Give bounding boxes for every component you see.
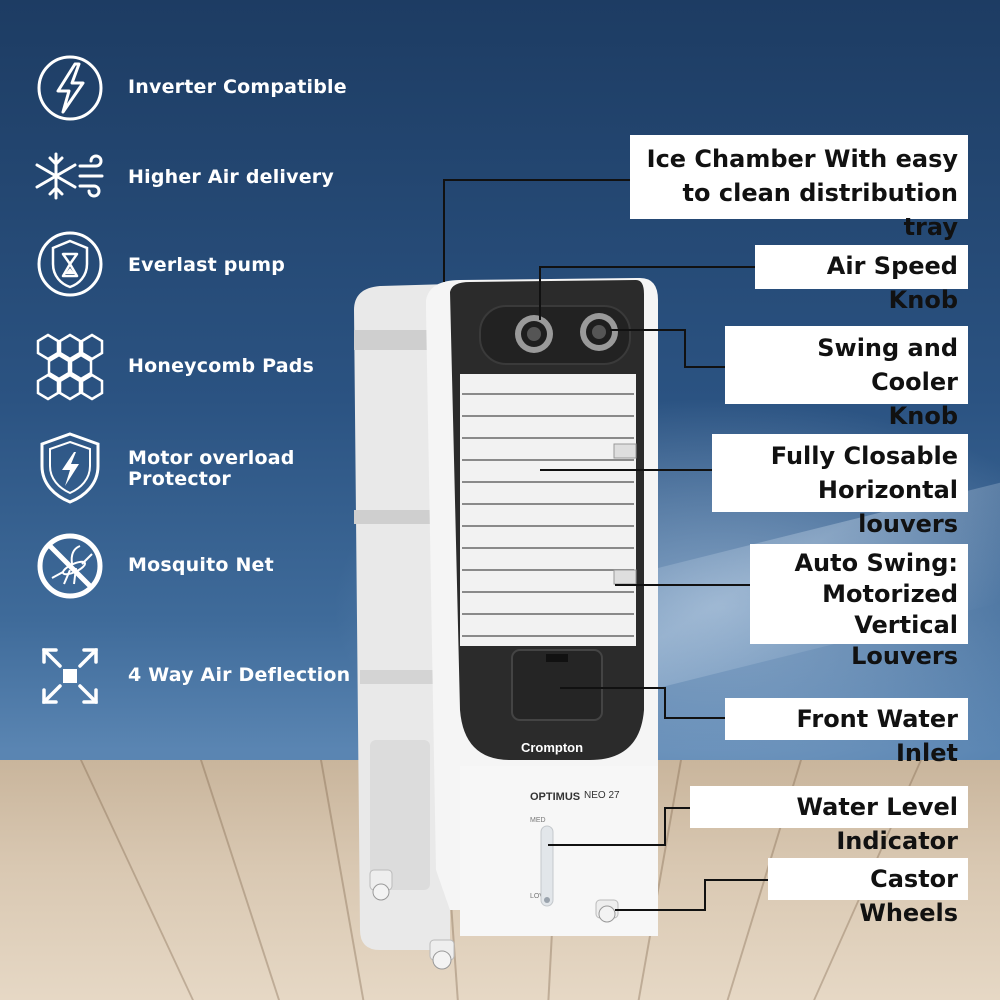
shield-bolt-icon xyxy=(30,428,110,508)
callout-swing-cooler-knob: Swing and Cooler Knob xyxy=(725,326,968,430)
feature-label-line: Motor overload xyxy=(128,447,295,469)
callout-text: Auto Swing: xyxy=(794,549,958,577)
feature-air-delivery: Higher Air delivery xyxy=(30,138,360,218)
side-seam xyxy=(354,510,454,524)
feature-label: Inverter Compatible xyxy=(128,76,347,98)
no-mosquito-icon xyxy=(30,526,110,606)
swing-cooler-knob xyxy=(580,313,618,351)
level-high-text: MED xyxy=(530,817,546,824)
inlet-latch xyxy=(546,654,568,662)
callout-text: Motorized xyxy=(822,580,958,608)
louver-tab xyxy=(613,569,637,585)
callout-air-speed-knob: Air Speed Knob xyxy=(755,245,968,314)
castor-wheel xyxy=(429,939,455,970)
callout-text: Ice Chamber With easy xyxy=(646,145,958,173)
callout-text: Front Water Inlet xyxy=(796,705,959,767)
feature-label-line: Protector xyxy=(128,468,231,490)
feature-motor-protector: Motor overload Protector xyxy=(30,428,360,508)
feature-honeycomb: Honeycomb Pads xyxy=(30,327,360,407)
snowflake-wind-icon xyxy=(30,138,110,218)
shield-hourglass-icon xyxy=(30,224,110,304)
feature-label: 4 Way Air Deflection xyxy=(128,664,351,686)
callout-text: Air Speed Knob xyxy=(826,252,958,314)
air-speed-knob xyxy=(515,315,553,353)
feature-pump: Everlast pump xyxy=(30,224,360,304)
water-level-dot xyxy=(544,897,550,903)
feature-label: Higher Air delivery xyxy=(128,166,334,188)
callout-water-inlet: Front Water Inlet xyxy=(725,698,968,767)
level-low-text: LOW xyxy=(530,893,546,900)
callout-text: Swing and Cooler xyxy=(817,334,958,396)
feature-label: Everlast pump xyxy=(128,254,286,276)
castor-wheel xyxy=(369,869,393,901)
lightning-icon xyxy=(30,48,110,128)
honeycomb-icon xyxy=(30,327,110,407)
callout-text: to clean distribution tray xyxy=(682,179,958,241)
model-name: OPTIMUS xyxy=(530,791,580,803)
callout-text: Knob xyxy=(888,402,958,430)
feature-label: Mosquito Net xyxy=(128,554,274,576)
water-level-window xyxy=(540,825,554,907)
brand-logo: Crompton xyxy=(521,740,583,755)
louver-grille xyxy=(460,374,636,646)
four-arrows-icon xyxy=(30,636,110,716)
horizontal-louvers xyxy=(462,393,634,637)
model-variant: NEO 27 xyxy=(584,790,620,801)
callout-castor-wheels: Castor Wheels xyxy=(768,858,968,927)
callout-text: Castor Wheels xyxy=(859,865,958,927)
feature-inverter: Inverter Compatible xyxy=(30,48,360,128)
callout-auto-swing: Auto Swing: Motorized Vertical Louvers xyxy=(750,544,968,670)
side-cavity xyxy=(370,740,430,890)
feature-air-deflection: 4 Way Air Deflection xyxy=(30,636,360,716)
feature-label: Motor overload Protector xyxy=(128,448,295,490)
feature-label: Honeycomb Pads xyxy=(128,355,315,377)
air-cooler-illustration: Crompton OPTIMUS NEO 27 MED LOW xyxy=(354,278,658,970)
feature-mosquito-net: Mosquito Net xyxy=(30,526,360,606)
callout-horizontal-louvers: Fully Closable Horizontal louvers xyxy=(712,434,968,538)
callout-text: Fully Closable xyxy=(770,442,958,470)
louver-tab xyxy=(613,443,637,459)
callout-text: Water Level Indicator xyxy=(796,793,958,855)
callout-ice-chamber: Ice Chamber With easy to clean distribut… xyxy=(630,135,968,241)
callout-text: Vertical Louvers xyxy=(851,611,958,670)
callout-text: Horizontal louvers xyxy=(817,476,958,538)
callout-water-level: Water Level Indicator xyxy=(690,786,968,855)
